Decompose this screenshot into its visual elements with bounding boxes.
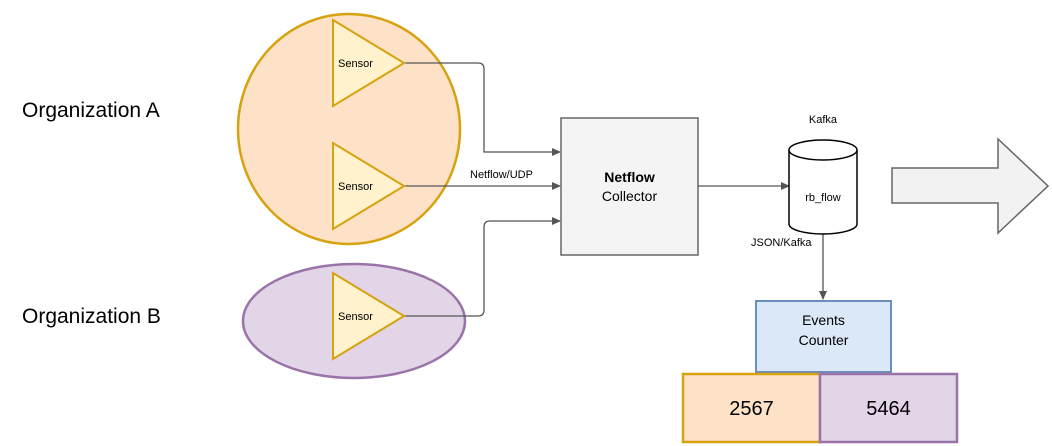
netflow-collector-box: Netflow Collector xyxy=(560,117,699,256)
organization-b-label: Organization B xyxy=(22,305,161,328)
collector-label-line1: Netflow xyxy=(604,169,655,185)
organization-a-label: Organization A xyxy=(22,99,160,122)
json-kafka-label: JSON/Kafka xyxy=(751,237,812,249)
sensor-label: Sensor xyxy=(338,311,373,323)
edge-sensor-1-to-collector xyxy=(404,62,561,156)
count-box-organization-a: 2567 xyxy=(681,372,822,444)
sensor-triangle: Sensor xyxy=(332,141,406,231)
netflow-udp-label: Netflow/UDP xyxy=(470,169,533,181)
count-box-organization-b: 5464 xyxy=(818,372,959,444)
sensor-triangle: Sensor xyxy=(332,18,406,108)
events-counter-line1: Events xyxy=(802,312,845,328)
collector-label-line2: Collector xyxy=(602,188,658,204)
kafka-cylinder: rb_flow xyxy=(788,139,858,235)
sensor-label: Sensor xyxy=(338,58,373,70)
sensor-triangle: Sensor xyxy=(332,271,406,361)
kafka-label: Kafka xyxy=(809,114,838,126)
events-counter-line2: Counter xyxy=(799,332,849,348)
output-block-arrow xyxy=(891,137,1050,235)
edge-sensor-3-to-collector xyxy=(404,217,561,317)
count-value: 5464 xyxy=(866,398,911,420)
sensor-label: Sensor xyxy=(338,181,373,193)
events-counter-box: Events Counter xyxy=(755,300,892,373)
count-value: 2567 xyxy=(729,398,774,420)
kafka-topic-label: rb_flow xyxy=(805,192,841,204)
